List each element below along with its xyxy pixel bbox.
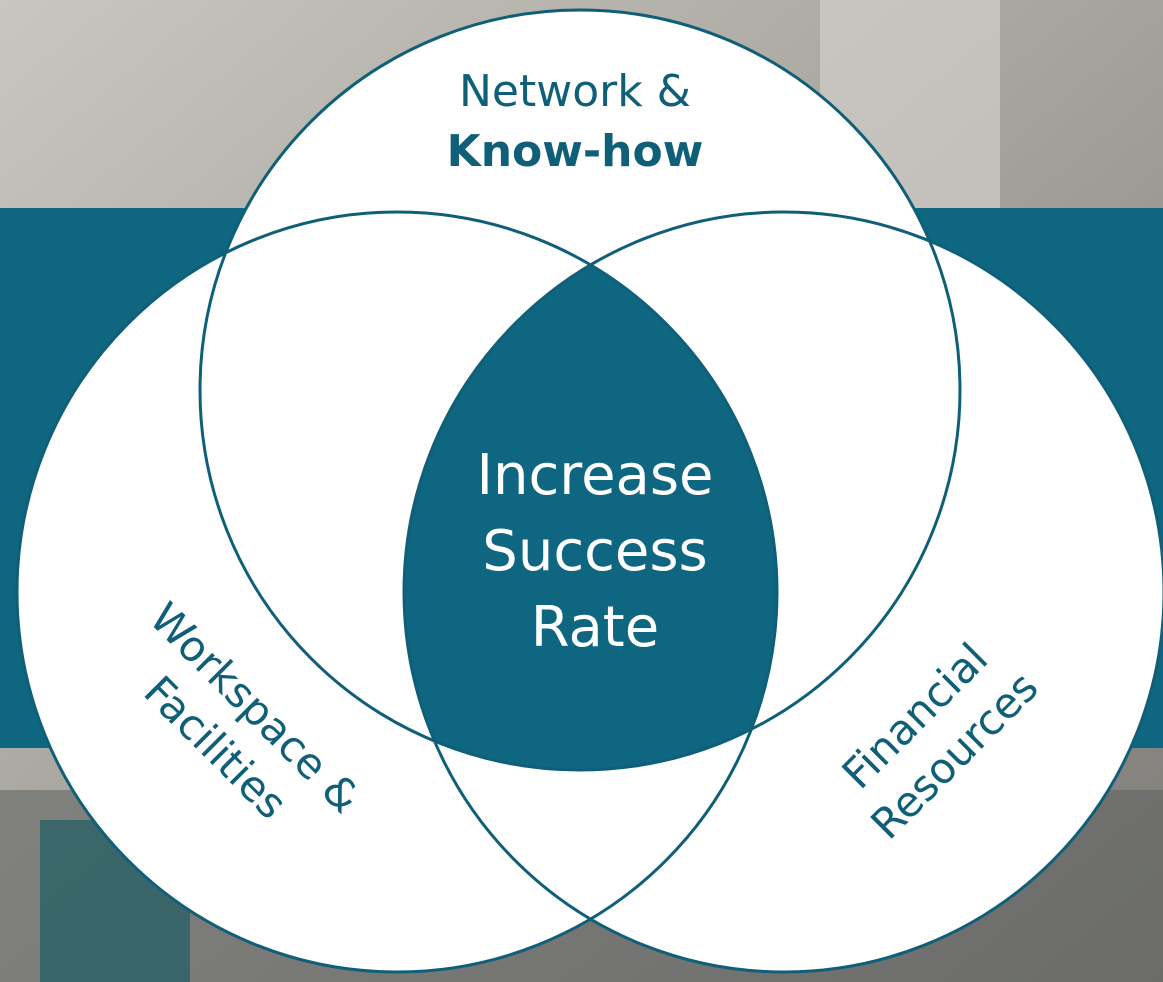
network-label-line1: Network & bbox=[458, 66, 691, 117]
center-label-line1: Increase bbox=[476, 443, 714, 508]
circle-financial-outline bbox=[402, 210, 1163, 974]
center-intersection bbox=[404, 212, 777, 770]
success-rate-label: Increase Success Rate bbox=[420, 438, 770, 666]
network-knowhow-label: Network & Know-how bbox=[390, 62, 760, 182]
center-label-line2: Success bbox=[482, 519, 708, 584]
circle-workspace-outline bbox=[15, 210, 779, 974]
network-label-line2: Know-how bbox=[446, 126, 704, 177]
center-label-line3: Rate bbox=[530, 595, 660, 660]
circle-network-outline bbox=[198, 8, 962, 772]
